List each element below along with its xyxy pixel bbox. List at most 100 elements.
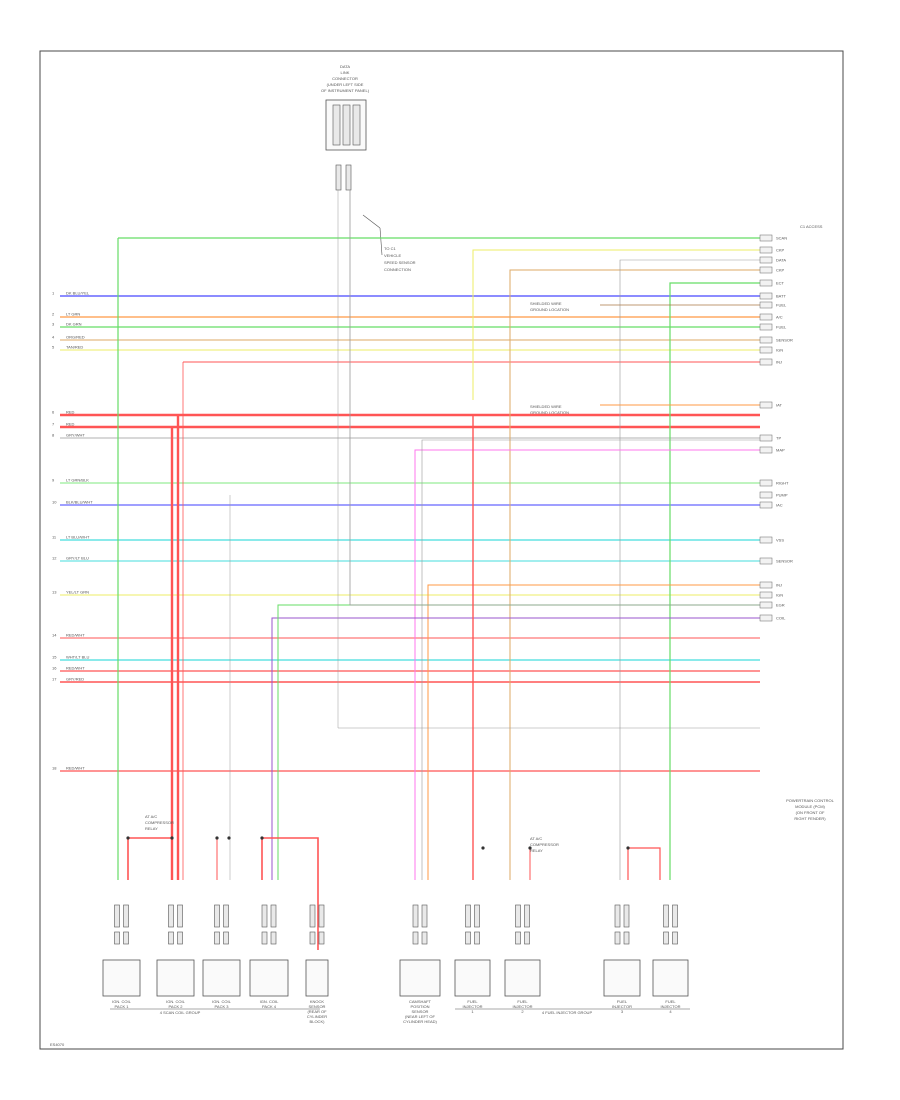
left-wire-label-18: RED/WHT bbox=[66, 766, 85, 771]
pcm-pin-21 bbox=[759, 581, 773, 589]
diagram-frame bbox=[39, 50, 844, 1050]
left-wire-label-9: LT GRN/BLK bbox=[66, 478, 89, 483]
component-inj3-body bbox=[603, 959, 641, 997]
pcm-pin-13 bbox=[759, 401, 773, 409]
pcm-func-18: IAC bbox=[776, 503, 783, 508]
left-splice-note: AT A/C COMPRESSOR RELAY bbox=[145, 814, 174, 831]
component-inj1-pin-b bbox=[474, 904, 480, 928]
connector-access-label: C1 ACCESS bbox=[800, 224, 823, 229]
left-pin-num-5: 5 bbox=[52, 345, 55, 350]
component-inj4-label-3: 4 bbox=[669, 1009, 672, 1014]
component-inj3-pin-d bbox=[623, 931, 630, 945]
left-wire-label-17: GRY/RED bbox=[66, 677, 84, 682]
component-cam-label-2: POSITION bbox=[410, 1004, 429, 1009]
component-sensor-label-4: CYLINDER bbox=[307, 1014, 327, 1019]
pcm-pin-7 bbox=[759, 301, 773, 309]
splice-dot-6 bbox=[626, 846, 630, 850]
left-wire-label-1: DK BLU/YEL bbox=[66, 291, 90, 296]
pcm-pin-4 bbox=[759, 266, 773, 274]
component-coil3-pin-a bbox=[214, 904, 220, 928]
component-inj3-pin-b bbox=[623, 904, 630, 928]
pcm-func-16: RIGHT bbox=[776, 481, 789, 486]
pcm-func-1: SCAN bbox=[776, 236, 787, 241]
wire-purple-drop bbox=[271, 617, 760, 880]
component-inj2-pin-c bbox=[515, 931, 521, 945]
component-inj1-pin-d bbox=[474, 931, 480, 945]
component-coil4-label-1: IGN. COIL bbox=[260, 999, 279, 1004]
component-inj2-label-3: 2 bbox=[521, 1009, 524, 1014]
right-splice-note-1: AT A/C COMPRESSOR RELAY bbox=[530, 836, 559, 853]
component-inj4-pin-d bbox=[672, 931, 678, 945]
component-inj4-body bbox=[652, 959, 689, 997]
component-sensor-pin-d bbox=[318, 931, 325, 945]
component-sensor-pin-c bbox=[309, 931, 316, 945]
left-pin-num-17: 17 bbox=[52, 677, 57, 682]
pcm-func-15: MAP bbox=[776, 448, 785, 453]
component-cam-label-3: SENSOR bbox=[412, 1009, 429, 1014]
pcm-pin-23 bbox=[759, 601, 773, 609]
pcm-pin-10 bbox=[759, 336, 773, 344]
dlc-label-3: CONNECTOR bbox=[332, 76, 358, 81]
pcm-pin-5 bbox=[759, 279, 773, 287]
dlc-label-4: (UNDER LEFT SIDE bbox=[327, 82, 364, 87]
left-pin-num-4: 4 bbox=[52, 335, 55, 340]
component-sensor-pin-b bbox=[318, 904, 325, 928]
group-label-left: 4 SCAN COIL GROUP bbox=[160, 1010, 201, 1015]
pcm-label-1: POWERTRAIN CONTROL bbox=[786, 798, 834, 803]
left-wire-label-6: RED bbox=[66, 410, 75, 415]
component-inj1-body bbox=[454, 959, 491, 997]
component-sensor-body bbox=[305, 959, 329, 997]
wire-dlc-1 bbox=[337, 190, 760, 729]
component-coil3-body bbox=[202, 959, 241, 997]
footer-id: ES4070 bbox=[50, 1042, 65, 1047]
right-splice-note-1c: RELAY bbox=[530, 848, 543, 853]
wire-dlc-2 bbox=[349, 190, 760, 606]
wire-green-drop bbox=[277, 604, 760, 880]
wire-red-inj3 bbox=[627, 847, 661, 880]
pcm-pin-9 bbox=[759, 323, 773, 331]
wire-splice-left bbox=[127, 837, 172, 880]
pcm-func-2: CKP bbox=[776, 248, 785, 253]
left-wire-label-10: BLK/BLU/WHT bbox=[66, 500, 93, 505]
left-wire-label-5: TAN/RED bbox=[66, 345, 83, 350]
pcm-func-8: A/C bbox=[776, 315, 783, 320]
diode-note-1: TO C1 bbox=[384, 246, 396, 251]
component-inj1-label-3: 1 bbox=[471, 1009, 474, 1014]
pcm-label-4: RIGHT FENDER) bbox=[794, 816, 826, 821]
left-wire-label-7: RED bbox=[66, 422, 75, 427]
component-coil3-pin-b bbox=[223, 904, 229, 928]
pcm-func-12: INJ bbox=[776, 360, 782, 365]
pcm-pin-11 bbox=[759, 346, 773, 354]
splice-dot-1 bbox=[170, 836, 174, 840]
left-pin-num-12: 12 bbox=[52, 556, 57, 561]
pcm-label-3: (ON FRONT OF bbox=[796, 810, 825, 815]
left-wire-label-12: GRY/LT BLU bbox=[66, 556, 89, 561]
pcm-func-23: EGR bbox=[776, 603, 785, 608]
wire-tan-branch bbox=[509, 269, 760, 880]
component-inj1-pin-c bbox=[465, 931, 471, 945]
right-splice-note-1b: COMPRESSOR bbox=[530, 842, 559, 847]
pcm-pin-18 bbox=[759, 501, 773, 509]
diode-note-4: CONNECTION bbox=[384, 267, 411, 272]
component-coil2-body bbox=[156, 959, 195, 997]
component-inj2-label-2: INJECTOR bbox=[513, 1004, 533, 1009]
shield-note-1a: SHIELDED WIRE bbox=[530, 301, 562, 306]
component-coil4-pin-a bbox=[261, 904, 268, 928]
pcm-func-22: IGN bbox=[776, 593, 783, 598]
dlc-label-1: DATA bbox=[340, 64, 350, 69]
component-cam-pin-a bbox=[412, 904, 419, 928]
component-coil1-label-2: PACK 1 bbox=[115, 1004, 130, 1009]
pcm-pin-8 bbox=[759, 313, 773, 321]
pcm-func-24: COIL bbox=[776, 616, 786, 621]
component-inj4-pin-c bbox=[663, 931, 669, 945]
component-inj3-pin-a bbox=[614, 904, 621, 928]
pcm-func-6: BATT bbox=[776, 294, 786, 299]
right-splice-note-1a: AT A/C bbox=[530, 836, 542, 841]
component-coil3-pin-d bbox=[223, 931, 229, 945]
wire-gray-branch bbox=[619, 259, 760, 880]
component-inj3-label-3: 3 bbox=[621, 1009, 624, 1014]
